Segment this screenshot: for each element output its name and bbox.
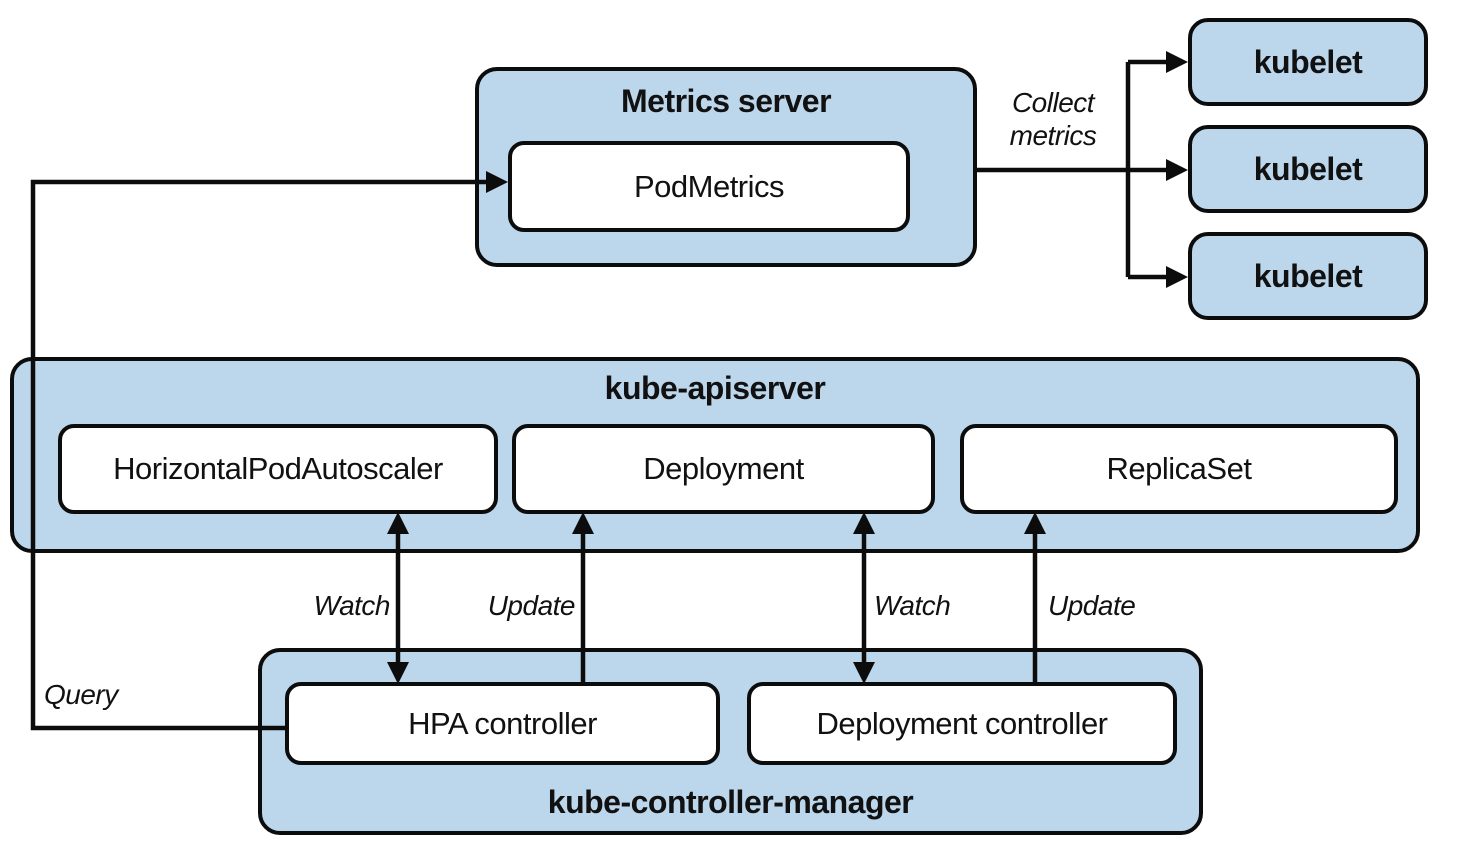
horizontalpodautoscaler-label: HorizontalPodAutoscaler: [113, 451, 443, 486]
kubelet-3-arrowhead: [1166, 266, 1188, 288]
replicaset-label: ReplicaSet: [1106, 451, 1252, 486]
podmetrics-label: PodMetrics: [633, 168, 785, 204]
kubelet-label-2: kubelet: [1253, 150, 1363, 187]
watch-deployment-edge-label: Watch: [874, 590, 951, 621]
kube-controller-manager-box: HPA controller Deployment controller kub…: [258, 648, 1203, 835]
kubelet-label-1: kubelet: [1253, 43, 1363, 80]
query-edge-label: Query: [44, 679, 118, 710]
watch-hpa-edge-label: Watch: [313, 590, 391, 621]
metrics-server-box: Metrics server PodMetrics: [475, 67, 977, 267]
kubelet-label-3: kubelet: [1253, 257, 1363, 294]
hpa-controller-label: HPA controller: [408, 705, 597, 741]
kubelet-box-1: kubelet: [1188, 18, 1428, 106]
hpa-controller-node: HPA controller: [285, 682, 720, 765]
deployment-label: Deployment: [643, 451, 804, 486]
collect-metrics-edge-label: Collect metrics: [1009, 87, 1097, 152]
kube-apiserver-box: kube-apiserver HorizontalPodAutoscaler D…: [10, 357, 1420, 553]
deployment-controller-label: Deployment controller: [816, 705, 1108, 741]
update-deployment-edge-label: Update: [487, 590, 576, 621]
replicaset-node: ReplicaSet: [960, 424, 1398, 514]
deployment-node: Deployment: [512, 424, 935, 514]
kubelet-1-arrowhead: [1166, 51, 1188, 73]
kubelet-box-3: kubelet: [1188, 232, 1428, 320]
kubelet-box-2: kubelet: [1188, 125, 1428, 213]
update-replicaset-edge-label: Update: [1048, 590, 1136, 621]
horizontalpodautoscaler-node: HorizontalPodAutoscaler: [58, 424, 498, 514]
kubelet-2-arrowhead: [1166, 159, 1188, 181]
deployment-controller-node: Deployment controller: [747, 682, 1177, 765]
kube-apiserver-title: kube-apiserver: [604, 370, 826, 406]
metrics-server-title: Metrics server: [620, 83, 832, 119]
kube-controller-manager-title: kube-controller-manager: [547, 784, 914, 820]
podmetrics-node: PodMetrics: [508, 141, 910, 232]
